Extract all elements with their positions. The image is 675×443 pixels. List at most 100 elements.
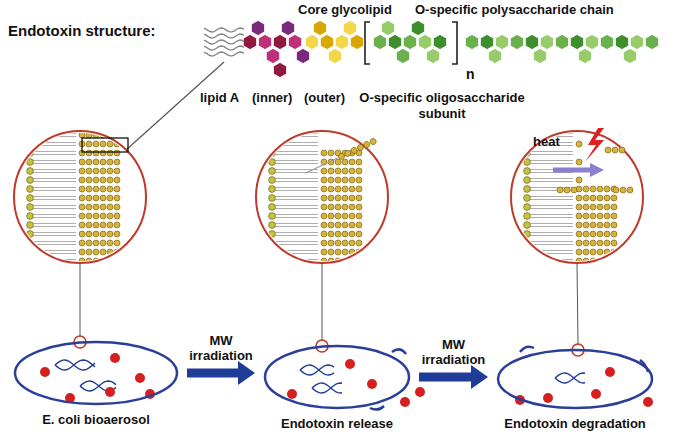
core-sugar <box>86 222 92 228</box>
core-sugar <box>107 186 113 192</box>
sugar-hexagon <box>495 34 508 49</box>
endotoxin-dot <box>543 393 553 403</box>
figure-title: Endotoxin structure: <box>8 22 156 40</box>
core-sugar <box>328 213 334 219</box>
core-sugar <box>344 149 352 157</box>
endotoxin-dot <box>105 387 115 397</box>
core-sugar <box>342 159 348 165</box>
core-sugar <box>93 249 99 255</box>
fatty-tail <box>305 158 338 173</box>
core-sugar <box>576 204 582 210</box>
lipid-head <box>27 177 34 184</box>
fatty-tail <box>530 214 573 215</box>
core-sugar <box>79 213 85 219</box>
core-sugar <box>86 186 92 192</box>
core-sugar <box>576 222 582 228</box>
core-sugar <box>349 177 355 183</box>
core-sugar <box>107 240 113 246</box>
sugar-hexagon <box>266 48 279 63</box>
fatty-tail <box>275 163 318 164</box>
core-sugar <box>597 204 603 210</box>
fatty-tail <box>33 253 76 254</box>
arrow-label: MW irradiation <box>181 333 261 364</box>
core-sugar <box>583 240 589 246</box>
core-sugar <box>93 132 99 138</box>
sugar-hexagon <box>533 48 546 63</box>
core-sugar <box>356 240 362 246</box>
lipid-head <box>524 132 531 139</box>
core-sugar <box>100 132 106 138</box>
core-sugar <box>79 159 85 165</box>
core-sugar <box>86 258 92 264</box>
fatty-tail <box>275 172 318 173</box>
dna-strand <box>55 360 95 370</box>
core-sugar <box>611 213 617 219</box>
core-sugar <box>93 141 99 147</box>
core-sugar <box>597 231 603 237</box>
core-sugar <box>349 258 355 264</box>
fatty-tail <box>275 253 318 254</box>
core-sugar <box>590 258 596 264</box>
fatty-tail <box>530 259 573 260</box>
repeat-bracket <box>452 22 457 64</box>
cell-outline-svg <box>491 346 659 412</box>
core-sugar <box>604 240 610 246</box>
fatty-tail <box>530 226 573 227</box>
inset-circle <box>256 131 388 264</box>
sugar-hexagon <box>243 34 256 49</box>
cell-label: E. coli bioaerosol <box>8 412 184 428</box>
part-label: O-specific polysaccharide chain <box>415 2 614 18</box>
core-sugar <box>583 249 589 255</box>
lipid-head <box>269 159 276 166</box>
fatty-tail <box>275 190 318 191</box>
sugar-hexagon <box>313 20 326 35</box>
core-sugar <box>100 213 106 219</box>
lipid-head <box>27 159 34 166</box>
lipid-head <box>269 213 276 220</box>
core-sugar <box>93 204 99 210</box>
fatty-tail <box>275 214 318 215</box>
fatty-tail <box>530 232 573 233</box>
core-sugar <box>335 213 341 219</box>
bacterium-cell: E. coli bioaerosol <box>8 338 184 428</box>
core-sugar <box>583 231 589 237</box>
sugar-hexagon <box>258 34 271 49</box>
sugar-hexagon <box>350 34 363 49</box>
lipid-head <box>524 168 531 175</box>
core-sugar <box>583 195 589 201</box>
inset-outline <box>14 131 146 263</box>
fatty-tail <box>33 244 76 245</box>
arrow-shaft <box>187 369 239 378</box>
fatty-tail <box>275 241 318 242</box>
core-sugar <box>583 222 589 228</box>
core-sugar <box>93 177 99 183</box>
lipid-head <box>269 150 276 157</box>
membrane-fragment <box>520 347 534 352</box>
arrow-head <box>238 361 255 385</box>
lipid-head <box>27 222 34 229</box>
lipid-tails <box>204 28 244 56</box>
core-sugar <box>86 213 92 219</box>
core-sugar <box>342 240 348 246</box>
core-sugar <box>79 177 85 183</box>
core-sugar <box>79 168 85 174</box>
zoom-leader <box>577 263 578 344</box>
core-sugar <box>86 177 92 183</box>
lipid-head <box>269 240 276 247</box>
sugar-hexagon <box>540 34 553 49</box>
core-sugar <box>335 231 341 237</box>
core-sugar <box>321 204 327 210</box>
sugar-hexagon <box>600 34 613 49</box>
sugar-hexagon <box>488 48 501 63</box>
zoom-leader <box>322 263 323 340</box>
core-sugar <box>328 150 334 156</box>
sugar-hexagon <box>525 34 538 49</box>
core-sugar <box>363 141 371 149</box>
core-sugar <box>335 168 341 174</box>
core-sugar <box>328 195 334 201</box>
core-sugar <box>356 143 364 151</box>
zoom-insets <box>14 131 643 356</box>
core-sugar <box>611 249 617 255</box>
core-sugar <box>321 168 327 174</box>
fatty-tail <box>275 244 318 245</box>
